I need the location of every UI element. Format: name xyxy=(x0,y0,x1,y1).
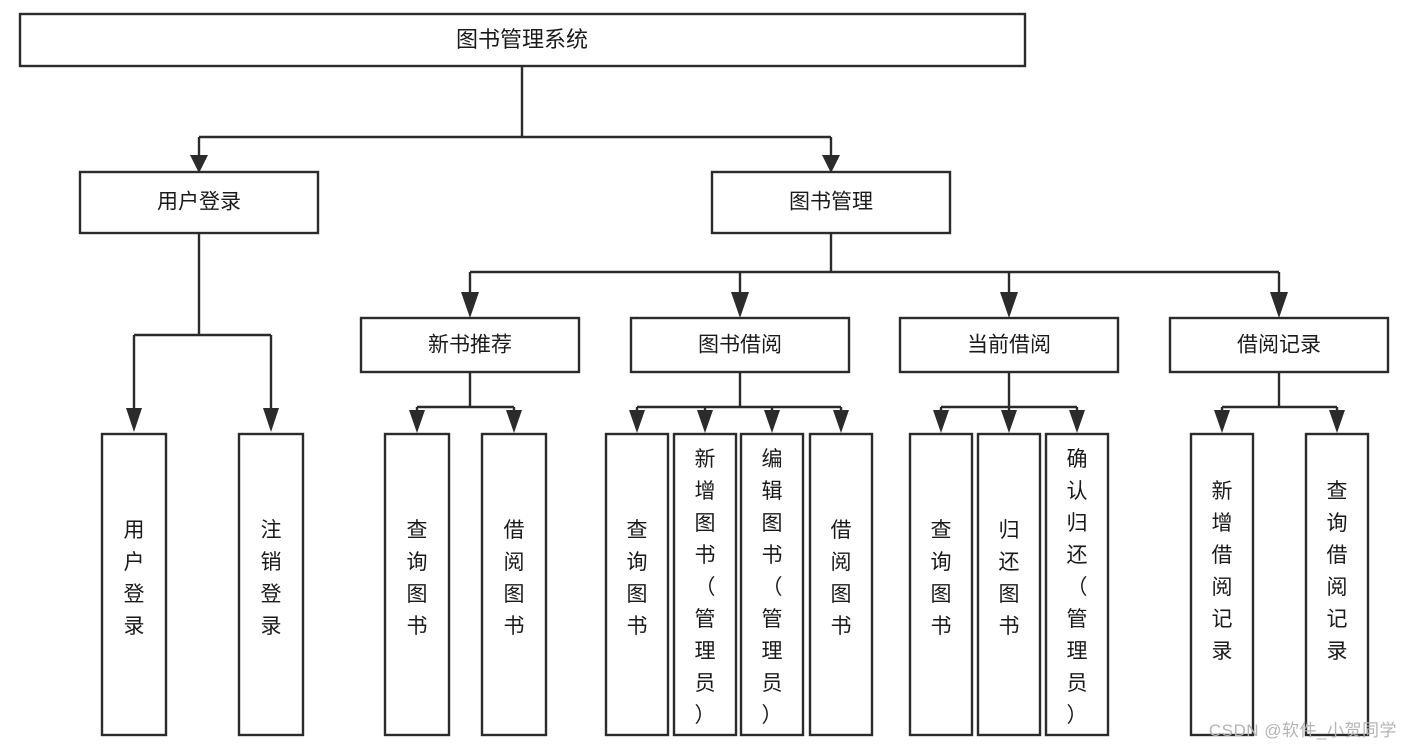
leaf-borrow-add-label: 新增图书（管理员） xyxy=(695,448,716,727)
arrow-head-new-book xyxy=(461,292,479,318)
node-current-borrow-label: 当前借阅 xyxy=(967,334,1051,357)
node-current-borrow-box[interactable] xyxy=(898,316,1120,374)
leaf-records-add-box[interactable] xyxy=(1189,432,1255,737)
leaf-logout-label: 注销登录 xyxy=(261,519,282,638)
node-book-borrow-box[interactable] xyxy=(629,316,851,374)
arrow-head-records xyxy=(1270,292,1288,318)
leaf-borrow-edit-box[interactable] xyxy=(739,432,805,737)
leaf-current-return-label: 归还图书 xyxy=(999,519,1020,638)
leaf-user-login-box[interactable] xyxy=(100,432,168,737)
leaf-records-query-label: 查询借阅记录 xyxy=(1327,480,1348,663)
node-book-manage-label: 图书管理 xyxy=(789,191,873,214)
arrow-head-rec-query xyxy=(1329,410,1345,433)
leaf-current-return-box[interactable] xyxy=(976,432,1042,737)
leaf-records-query[interactable]: 查询借阅记录 xyxy=(1304,432,1370,737)
node-new-book-box[interactable] xyxy=(359,316,581,374)
leaf-borrow-add-box[interactable] xyxy=(672,432,738,737)
node-current-borrow[interactable]: 当前借阅 xyxy=(898,316,1120,374)
leaf-borrow-query-label: 查询图书 xyxy=(627,519,648,638)
leaf-current-query-box[interactable] xyxy=(908,432,974,737)
arrow-head-leaf-logout xyxy=(263,408,279,432)
leaf-newbook-query-box[interactable] xyxy=(383,432,451,737)
leaf-borrow-borrow-label: 借阅图书 xyxy=(831,519,852,638)
leaf-current-confirm-box[interactable] xyxy=(1044,432,1110,737)
connector-layer xyxy=(126,66,1345,433)
node-root-label: 图书管理系统 xyxy=(456,27,588,52)
arrow-head-rec-add xyxy=(1214,410,1230,433)
leaf-current-query[interactable]: 查询图书 xyxy=(908,432,974,737)
arrow-head-nb-query xyxy=(409,410,425,433)
leaf-borrow-query[interactable]: 查询图书 xyxy=(604,432,670,737)
leaf-records-query-box[interactable] xyxy=(1304,432,1370,737)
leaf-logout[interactable]: 注销登录 xyxy=(237,432,305,737)
leaf-records-add[interactable]: 新增借阅记录 xyxy=(1189,432,1255,737)
node-user-login-box[interactable] xyxy=(78,170,320,235)
leaf-logout-box[interactable] xyxy=(237,432,305,737)
node-user-login[interactable]: 用户登录 xyxy=(78,170,320,235)
node-new-book-label: 新书推荐 xyxy=(428,334,512,357)
leaf-borrow-borrow-box[interactable] xyxy=(808,432,874,737)
arrow-head-nb-borrow xyxy=(506,410,522,433)
node-root[interactable]: 图书管理系统 xyxy=(18,12,1027,68)
leaf-current-confirm[interactable]: 确认归还（管理员） xyxy=(1044,432,1110,737)
leaf-newbook-query[interactable]: 查询图书 xyxy=(383,432,451,737)
node-book-borrow-label: 图书借阅 xyxy=(698,334,782,357)
leaf-borrow-borrow[interactable]: 借阅图书 xyxy=(808,432,874,737)
arrow-head-bw-borrow xyxy=(833,410,849,433)
leaf-newbook-borrow-box[interactable] xyxy=(480,432,548,737)
arrow-head-bw-query xyxy=(629,410,645,433)
leaf-newbook-query-label: 查询图书 xyxy=(407,519,428,638)
leaf-records-add-label: 新增借阅记录 xyxy=(1212,480,1233,663)
node-root-box[interactable] xyxy=(18,12,1027,68)
node-new-book[interactable]: 新书推荐 xyxy=(359,316,581,374)
arrow-head-bw-add xyxy=(697,410,713,433)
arrow-head-book-manage xyxy=(822,155,840,173)
node-book-manage[interactable]: 图书管理 xyxy=(710,170,952,235)
leaf-borrow-add[interactable]: 新增图书（管理员） xyxy=(672,432,738,737)
node-borrow-records-box[interactable] xyxy=(1168,316,1390,374)
arrow-head-user-login xyxy=(190,155,208,173)
leaf-newbook-borrow[interactable]: 借阅图书 xyxy=(480,432,548,737)
leaf-current-return[interactable]: 归还图书 xyxy=(976,432,1042,737)
arrow-head-cur-query xyxy=(933,410,949,433)
arrow-head-cur-return xyxy=(1001,410,1017,433)
leaf-borrow-edit-label: 编辑图书（管理员） xyxy=(762,448,783,727)
arrow-head-leaf-user-login xyxy=(126,408,142,432)
arrow-head-current xyxy=(1000,292,1018,318)
leaf-borrow-edit[interactable]: 编辑图书（管理员） xyxy=(739,432,805,737)
leaf-current-confirm-label: 确认归还（管理员） xyxy=(1067,448,1088,727)
leaf-current-query-label: 查询图书 xyxy=(931,519,952,638)
leaf-newbook-borrow-label: 借阅图书 xyxy=(504,519,525,638)
leaf-user-login[interactable]: 用户登录 xyxy=(100,432,168,737)
node-user-login-label: 用户登录 xyxy=(157,191,241,214)
arrow-head-cur-confirm xyxy=(1069,410,1085,433)
leaf-user-login-label: 用户登录 xyxy=(124,519,145,638)
arrow-head-borrow xyxy=(731,292,749,318)
node-book-manage-box[interactable] xyxy=(710,170,952,235)
node-book-borrow[interactable]: 图书借阅 xyxy=(629,316,851,374)
leaf-borrow-query-box[interactable] xyxy=(604,432,670,737)
arrow-head-bw-edit xyxy=(764,410,780,433)
node-borrow-records-label: 借阅记录 xyxy=(1237,334,1321,357)
node-borrow-records[interactable]: 借阅记录 xyxy=(1168,316,1390,374)
